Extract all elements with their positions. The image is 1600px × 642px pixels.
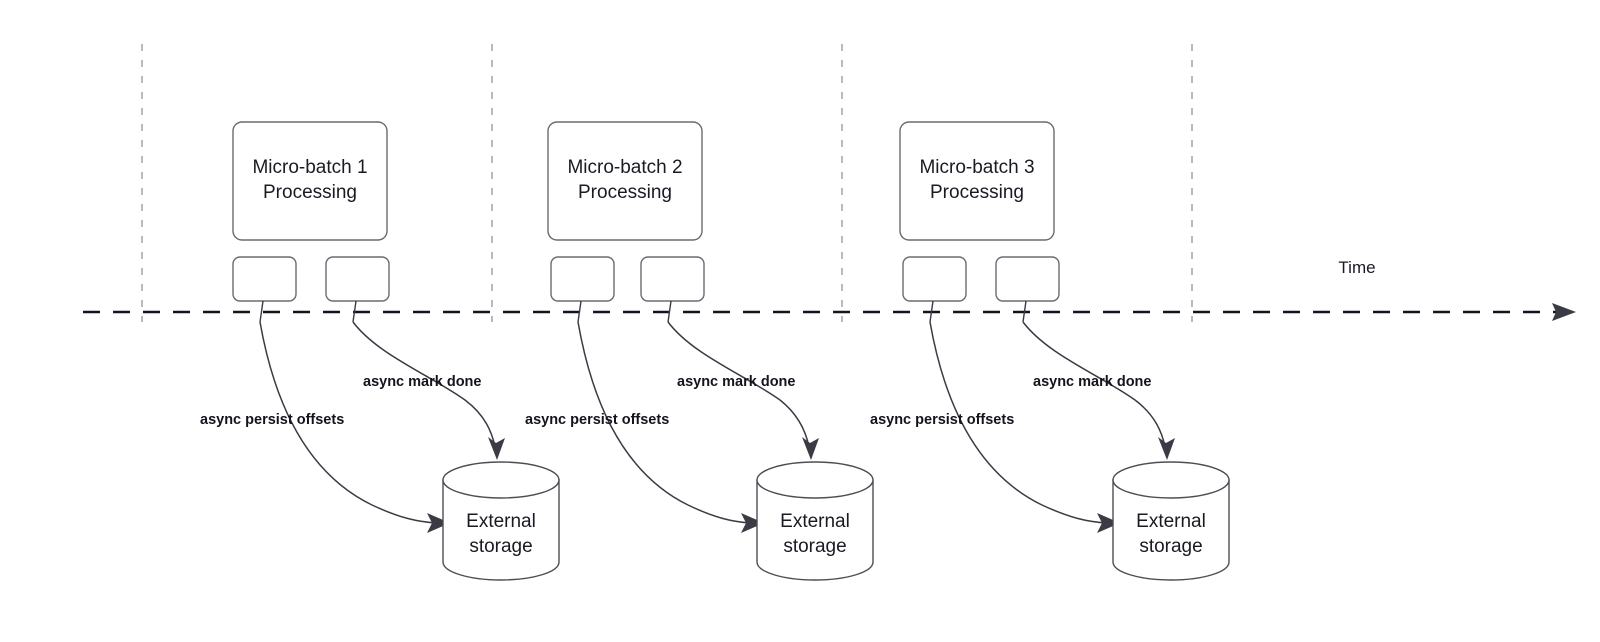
async-persist-offsets-curve-3 [929, 321, 1108, 524]
external-storage-body-1[interactable] [442, 479, 560, 581]
external-storage-label-2-line1: External [780, 511, 850, 532]
external-storage-body-2[interactable] [756, 479, 874, 581]
group-2: Micro-batch 2 Processing async persist o… [525, 121, 874, 581]
async-persist-offsets-curve-1 [259, 321, 438, 524]
external-storage-label-1-line1: External [466, 511, 536, 532]
external-storage-label-3-line2: storage [1139, 536, 1202, 557]
micro-batch-box-1[interactable] [232, 121, 388, 241]
micro-batch-box-3-line2: Processing [930, 182, 1024, 203]
async-persist-offsets-label-3: async persist offsets [870, 412, 1014, 428]
time-axis-arrowhead [1552, 303, 1576, 321]
group-1: Micro-batch 1 Processing async persist o… [200, 121, 560, 581]
micro-batch-box-1-line1: Micro-batch 1 [252, 157, 367, 178]
group-3: Micro-batch 3 Processing async persist o… [870, 121, 1230, 581]
async-mark-done-label-1: async mark done [363, 374, 481, 390]
external-storage-label-2-line2: storage [783, 536, 846, 557]
micro-batch-box-2-line2: Processing [578, 182, 672, 203]
mark-done-task-2[interactable] [640, 256, 705, 302]
micro-batch-box-3-line1: Micro-batch 3 [919, 157, 1034, 178]
micro-batch-box-2[interactable] [547, 121, 703, 241]
async-mark-done-arrowhead-1 [488, 437, 505, 460]
async-persist-offsets-arrowhead-3 [1097, 513, 1120, 533]
mark-done-stem-3 [1022, 300, 1027, 323]
mark-done-stem-2 [667, 300, 672, 323]
micro-batch-box-2-line1: Micro-batch 2 [567, 157, 682, 178]
async-mark-done-arrowhead-2 [802, 437, 819, 460]
persist-offsets-task-2[interactable] [550, 256, 615, 302]
external-storage-label-3-line1: External [1136, 511, 1206, 532]
async-persist-offsets-arrowhead-1 [427, 513, 450, 533]
external-storage-top-1 [442, 461, 560, 499]
time-axis-label: Time [1338, 258, 1375, 277]
async-persist-offsets-label-2: async persist offsets [525, 412, 669, 428]
mark-done-task-3[interactable] [995, 256, 1060, 302]
persist-offsets-task-1[interactable] [232, 256, 297, 302]
external-storage-label-1-line2: storage [469, 536, 532, 557]
async-persist-offsets-arrowhead-2 [741, 513, 764, 533]
persist-offsets-stem-3 [929, 300, 934, 323]
mark-done-stem-1 [352, 300, 357, 323]
time-axis: Time [83, 258, 1576, 321]
mark-done-task-1[interactable] [325, 256, 390, 302]
async-mark-done-curve-1 [352, 321, 496, 448]
async-persist-offsets-curve-2 [577, 321, 752, 524]
persist-offsets-stem-1 [259, 300, 264, 323]
external-storage-top-2 [756, 461, 874, 499]
async-mark-done-curve-3 [1022, 321, 1166, 448]
async-mark-done-curve-2 [667, 321, 810, 448]
micro-batch-box-3[interactable] [899, 121, 1055, 241]
persist-offsets-task-3[interactable] [902, 256, 967, 302]
micro-batch-box-1-line2: Processing [263, 182, 357, 203]
async-mark-done-arrowhead-3 [1158, 437, 1175, 460]
persist-offsets-stem-2 [577, 300, 582, 323]
async-persist-offsets-label-1: async persist offsets [200, 412, 344, 428]
external-storage-top-3 [1112, 461, 1230, 499]
external-storage-body-3[interactable] [1112, 479, 1230, 581]
async-mark-done-label-2: async mark done [677, 374, 795, 390]
async-mark-done-label-3: async mark done [1033, 374, 1151, 390]
